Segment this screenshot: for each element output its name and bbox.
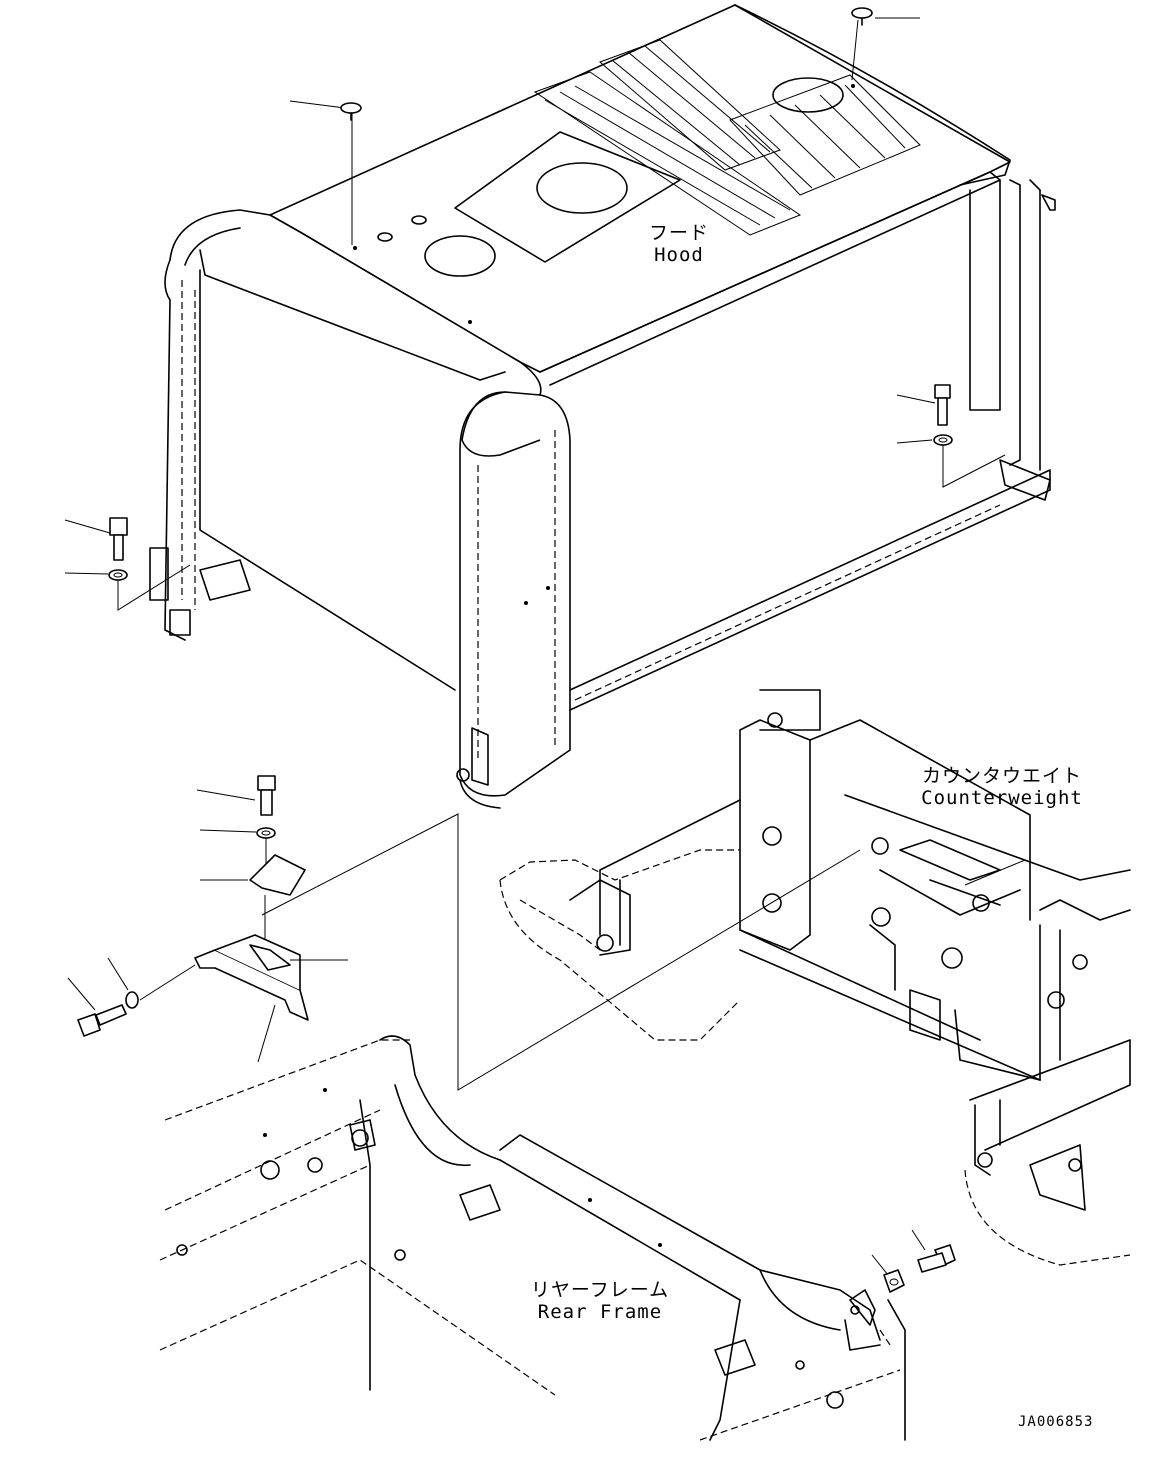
flange-bolt xyxy=(911,1229,956,1273)
rear-frame-label-en: Rear Frame xyxy=(537,1301,663,1323)
counterweight-label-jp: カウンタウエイト xyxy=(921,765,1082,787)
flange-nut xyxy=(871,1254,905,1293)
washer-right xyxy=(933,434,953,446)
bracket-assembly xyxy=(67,775,348,1063)
stud-fastener-right xyxy=(851,7,873,26)
hood-label-jp: フード xyxy=(648,222,709,244)
hood-assembly xyxy=(149,4,1056,809)
hood-label: フード Hood xyxy=(638,222,720,266)
drawing-code: JA006853 xyxy=(1018,1414,1094,1430)
rear-frame-label: リヤーフレーム Rear Frame xyxy=(525,1279,675,1323)
counterweight-assembly xyxy=(499,689,1131,1266)
stud-fastener-left xyxy=(340,102,362,121)
bolt-right xyxy=(934,384,951,426)
rear-frame-label-jp: リヤーフレーム xyxy=(530,1279,670,1301)
washer-left xyxy=(108,569,128,581)
hood-leaders xyxy=(64,17,1006,611)
bolt-left xyxy=(109,517,128,561)
hood-label-en: Hood xyxy=(654,244,704,266)
counterweight-label-en: Counterweight xyxy=(921,787,1083,809)
counterweight-label: カウンタウエイト Counterweight xyxy=(912,765,1092,809)
rear-frame-assembly xyxy=(159,1035,906,1441)
assembly-leader xyxy=(261,813,861,1091)
